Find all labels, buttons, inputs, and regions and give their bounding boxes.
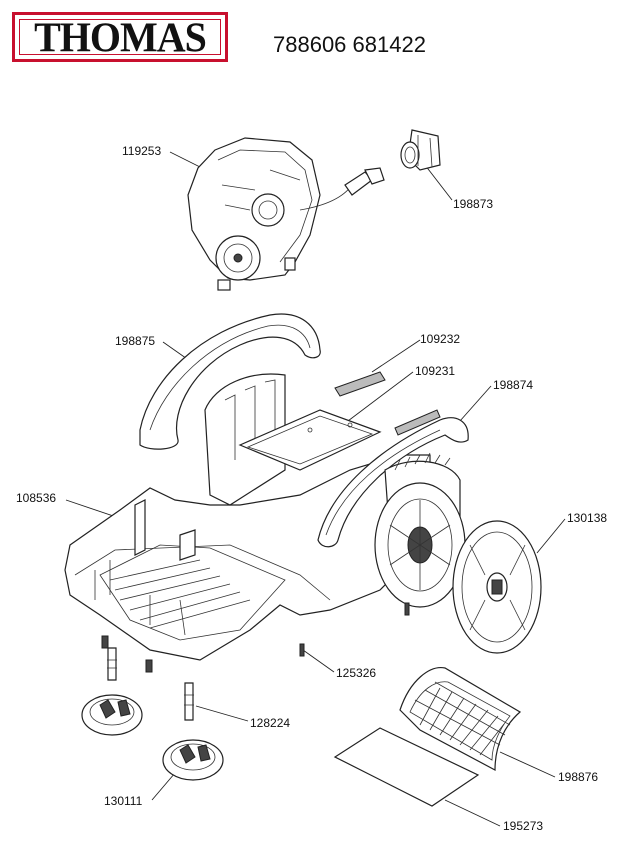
part-label-195273: 195273	[503, 819, 544, 833]
left-side-cover	[139, 313, 321, 450]
rear-wheel-on-body	[374, 482, 466, 608]
part-label-198874: 198874	[493, 378, 534, 392]
brand-logo-frame: THOMAS	[19, 13, 221, 61]
brand-logo: THOMAS	[12, 12, 228, 62]
cable-reel-assembly	[187, 137, 385, 291]
large-wheel	[452, 520, 542, 654]
part-label-108536: 108536	[16, 491, 57, 505]
axle-pin-set	[107, 647, 194, 721]
screw-set	[101, 602, 410, 673]
part-label-109231: 109231	[415, 364, 456, 378]
suction-connector-part	[400, 129, 441, 171]
exhaust-grille	[399, 667, 522, 771]
main-body-housing	[64, 373, 431, 661]
filter-strip-top	[334, 371, 386, 397]
part-label-198876: 198876	[558, 770, 599, 784]
part-label-128224: 128224	[250, 716, 291, 730]
filter-sheet	[333, 727, 480, 807]
part-label-125326: 125326	[336, 666, 377, 680]
caster-foot-front	[81, 694, 143, 736]
part-label-119253: 119253	[122, 144, 162, 158]
part-label-130138: 130138	[567, 511, 608, 525]
model-numbers: 788606 681422	[273, 32, 426, 57]
part-label-198875: 198875	[115, 334, 156, 348]
part-label-130111: 130111	[104, 794, 143, 808]
part-label-109232: 109232	[420, 332, 461, 346]
part-label-198873: 198873	[453, 197, 494, 211]
brand-logo-text: THOMAS	[34, 13, 207, 61]
caster-foot-rear	[162, 739, 224, 781]
filter-strip-side	[394, 409, 441, 436]
